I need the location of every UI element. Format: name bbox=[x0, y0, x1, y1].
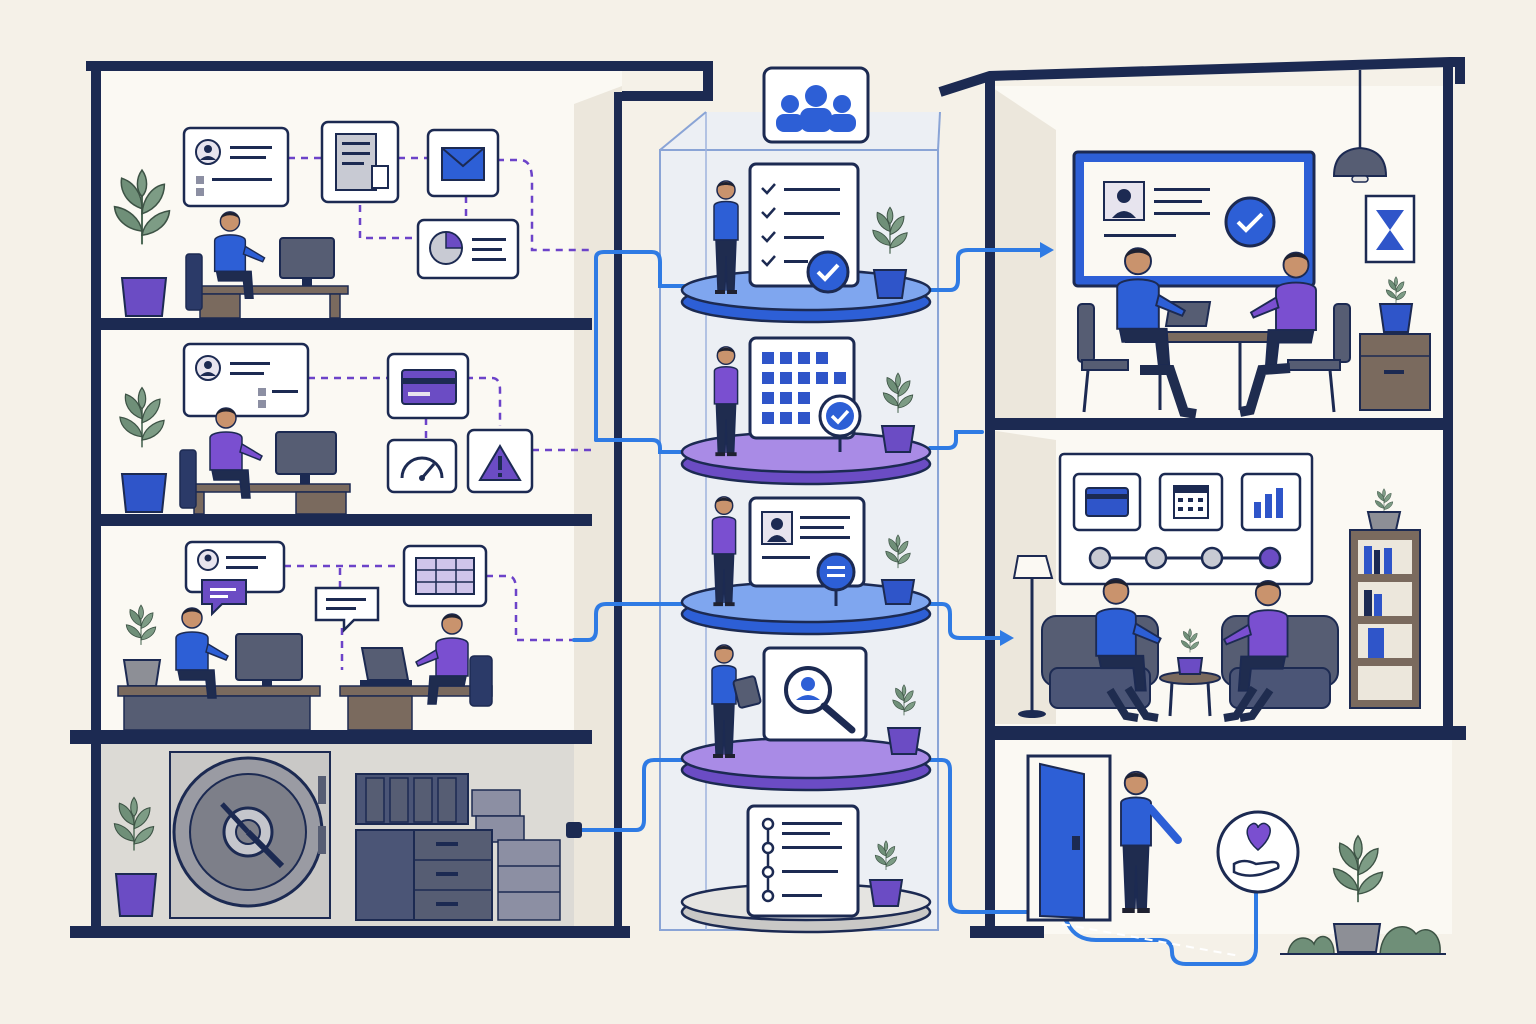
platform-1 bbox=[680, 162, 932, 324]
platform-5 bbox=[680, 804, 932, 934]
floor-2-left-office bbox=[118, 342, 592, 515]
bookshelf bbox=[1349, 488, 1421, 709]
plant bbox=[1332, 834, 1384, 953]
desk bbox=[339, 613, 493, 731]
bar-chart-icon bbox=[1240, 472, 1302, 532]
platform-3 bbox=[680, 494, 932, 636]
desk bbox=[179, 407, 351, 515]
heart-hand-icon bbox=[1216, 810, 1300, 894]
plant bbox=[118, 386, 168, 513]
coffee-table bbox=[1159, 628, 1221, 717]
path-dashes bbox=[1061, 923, 1241, 957]
arrowheads bbox=[1000, 242, 1054, 646]
floor-1-left-office bbox=[113, 120, 592, 319]
check-badge-icon bbox=[1224, 196, 1276, 248]
chair bbox=[1287, 303, 1351, 413]
platform-2 bbox=[680, 336, 932, 486]
check-badge-icon bbox=[806, 250, 850, 294]
profile-card-icon bbox=[182, 126, 290, 208]
team-icon bbox=[762, 66, 870, 144]
wall-art bbox=[1364, 194, 1416, 264]
chat-bubble-icon bbox=[201, 579, 247, 617]
connector-lines bbox=[572, 248, 1258, 966]
timeline-list-icon bbox=[746, 804, 860, 918]
profile-card-icon bbox=[182, 342, 310, 418]
progress-timeline bbox=[1088, 546, 1282, 570]
credit-card-icon bbox=[1072, 472, 1142, 532]
chat-bubble-icon bbox=[816, 552, 856, 606]
credit-card-icon bbox=[386, 352, 470, 420]
check-badge-icon bbox=[818, 394, 862, 452]
file-cabinets bbox=[355, 773, 561, 921]
side-cabinet bbox=[1359, 276, 1431, 411]
document-icon bbox=[320, 120, 400, 204]
pie-chart-icon bbox=[416, 218, 520, 280]
chair bbox=[1077, 303, 1129, 413]
door-icon bbox=[1026, 754, 1112, 922]
table-icon bbox=[402, 544, 488, 608]
gauge-icon bbox=[386, 438, 458, 494]
vault-icon bbox=[169, 751, 331, 919]
envelope-icon bbox=[426, 128, 500, 198]
desk bbox=[117, 607, 321, 731]
floor-3-left-office bbox=[117, 540, 592, 731]
platform-4 bbox=[680, 645, 932, 792]
right-meeting-room bbox=[1072, 70, 1431, 419]
warning-icon bbox=[466, 428, 534, 494]
chat-bubble-icon bbox=[314, 586, 380, 634]
connector-plug bbox=[566, 822, 582, 838]
plant bbox=[113, 168, 171, 317]
dashboard-board bbox=[1058, 452, 1314, 586]
desk bbox=[185, 211, 349, 319]
basement-archive bbox=[113, 751, 561, 921]
presentation-screen bbox=[1072, 150, 1316, 288]
lamp-icon bbox=[1332, 70, 1388, 183]
floor-lamp bbox=[1012, 555, 1054, 718]
plant bbox=[113, 796, 158, 917]
calendar-icon bbox=[1158, 472, 1224, 532]
exit-area bbox=[1026, 754, 1446, 955]
magnifier-user-icon bbox=[762, 646, 868, 742]
shrubs bbox=[1280, 925, 1446, 955]
right-lounge bbox=[1012, 452, 1421, 722]
